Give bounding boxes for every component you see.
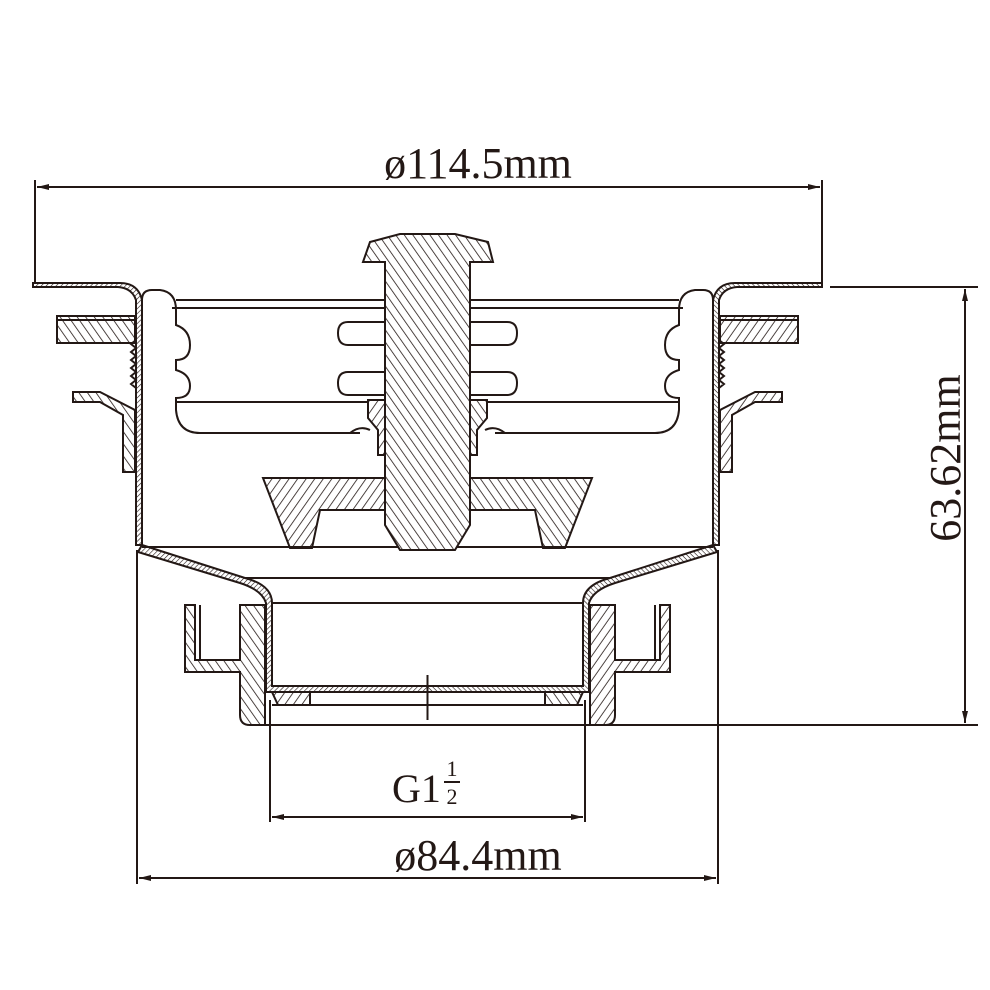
stopper-stem bbox=[361, 233, 495, 551]
dimension-lines bbox=[34, 180, 978, 884]
height-label: 63.62mm bbox=[921, 374, 970, 541]
thread-fraction-denominator: 2 bbox=[447, 784, 458, 809]
strainer-right-half bbox=[426, 282, 823, 726]
body-diameter-label: ø84.4mm bbox=[394, 831, 561, 880]
strainer-left-half bbox=[32, 282, 429, 726]
top-diameter-label: ø114.5mm bbox=[384, 139, 572, 188]
thread-fraction-numerator: 1 bbox=[447, 756, 458, 781]
thread-label: G1 bbox=[392, 766, 441, 811]
